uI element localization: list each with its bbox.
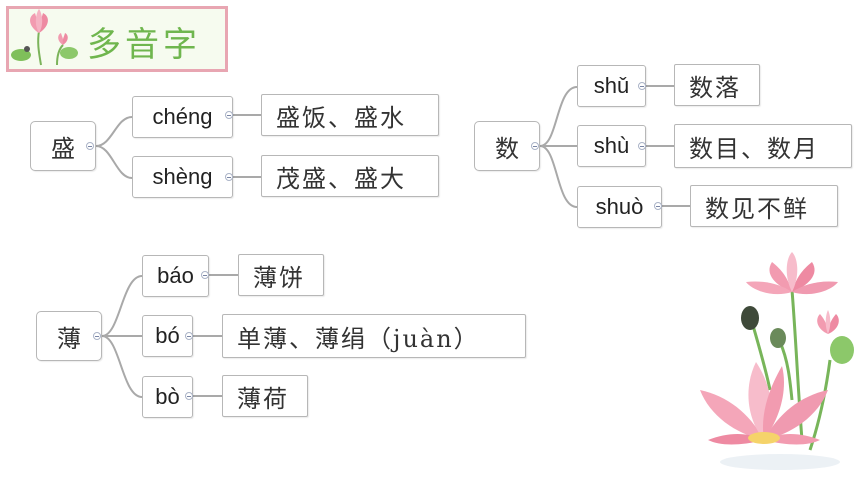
words-node: 盛饭、盛水: [261, 94, 439, 136]
words-node: 茂盛、盛大: [261, 155, 439, 197]
collapse-knob[interactable]: [225, 173, 233, 181]
pinyin-node-shu3: shǔ: [577, 65, 646, 107]
collapse-knob[interactable]: [93, 332, 101, 340]
collapse-knob[interactable]: [185, 392, 193, 400]
root-node-bao: 薄: [36, 311, 102, 361]
collapse-knob[interactable]: [201, 271, 209, 279]
pinyin-node-bao: báo: [142, 255, 209, 297]
words-node: 数见不鲜: [690, 185, 838, 227]
pinyin-node-sheng: shèng: [132, 156, 233, 198]
collapse-knob[interactable]: [86, 142, 94, 150]
pinyin-node-cheng: chéng: [132, 96, 233, 138]
root-node-sheng: 盛: [30, 121, 96, 171]
words-node: 数落: [674, 64, 760, 106]
words-node: 薄饼: [238, 254, 324, 296]
collapse-knob[interactable]: [638, 142, 646, 150]
pinyin-node-shuo: shuò: [577, 186, 662, 228]
collapse-knob[interactable]: [654, 202, 662, 210]
page-title: 多音字: [87, 25, 201, 65]
collapse-knob[interactable]: [225, 111, 233, 119]
pinyin-node-bo2: bó: [142, 315, 193, 357]
collapse-knob[interactable]: [531, 142, 539, 150]
pinyin-node-shu4: shù: [577, 125, 646, 167]
root-node-shu: 数: [474, 121, 540, 171]
words-node: 薄荷: [222, 375, 308, 417]
words-node: 数目、数月: [674, 124, 852, 168]
collapse-knob[interactable]: [185, 332, 193, 340]
title-banner: 多音字: [6, 6, 228, 72]
words-node: 单薄、薄绢（juàn）: [222, 314, 526, 358]
lotus-flower-icon: [700, 252, 854, 470]
lotus-small-icon: [11, 9, 78, 66]
collapse-knob[interactable]: [638, 82, 646, 90]
